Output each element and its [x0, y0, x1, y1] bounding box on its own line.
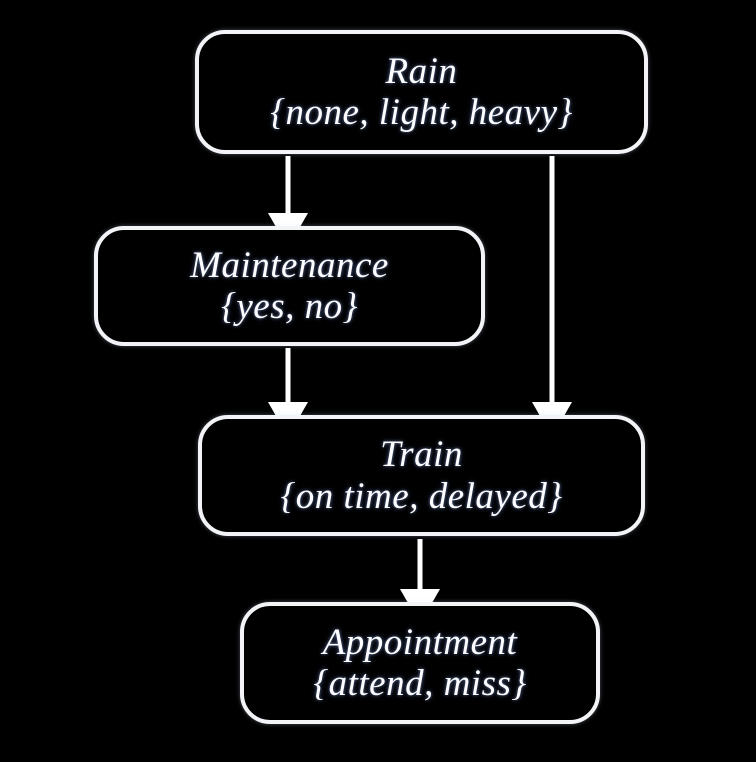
node-maintenance-states: {yes, no}	[221, 286, 358, 327]
node-appointment-label: Appointment	[322, 621, 518, 663]
node-appointment-states: {attend, miss}	[313, 663, 527, 704]
node-rain-label: Rain	[385, 50, 458, 92]
node-train-states: {on time, delayed}	[280, 475, 563, 517]
node-train[interactable]: Train {on time, delayed}	[198, 415, 645, 536]
node-rain-states: {none, light, heavy}	[270, 92, 573, 133]
node-maintenance-label: Maintenance	[190, 244, 389, 286]
node-maintenance[interactable]: Maintenance {yes, no}	[94, 226, 485, 346]
node-train-label: Train	[380, 434, 463, 476]
node-appointment[interactable]: Appointment {attend, miss}	[240, 602, 600, 724]
node-rain[interactable]: Rain {none, light, heavy}	[195, 30, 648, 154]
